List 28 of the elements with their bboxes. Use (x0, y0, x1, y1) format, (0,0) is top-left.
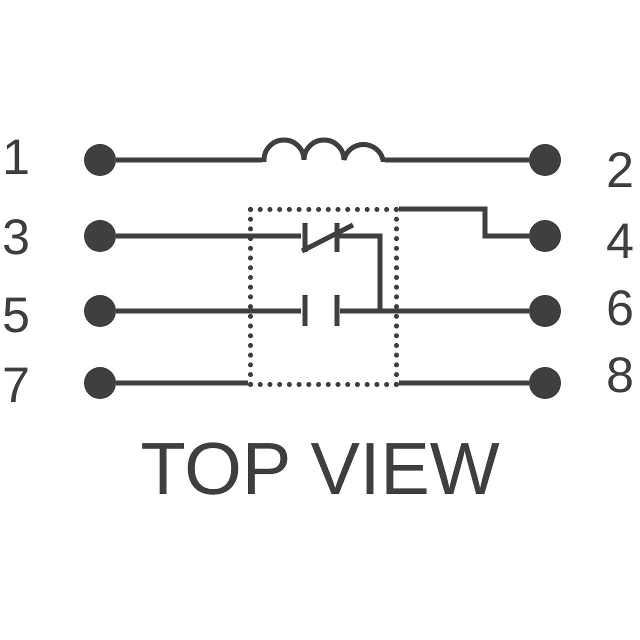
normally-open-contact (301, 294, 340, 327)
pin-terminal (529, 220, 561, 252)
pin-terminal (529, 295, 561, 327)
coil-symbol (262, 136, 385, 162)
wire (399, 380, 529, 386)
wire (399, 206, 529, 238)
wire (116, 308, 301, 314)
pin-terminal (84, 295, 116, 327)
pin-terminal (84, 144, 116, 176)
pin-terminal (529, 144, 561, 176)
pin-terminal (84, 367, 116, 399)
wire (116, 234, 301, 238)
view-caption: TOP VIEW (139, 432, 501, 506)
wire (116, 380, 248, 386)
wire (116, 158, 262, 162)
pin-number: 4 (605, 216, 635, 266)
pin-number: 8 (605, 350, 635, 400)
pin-number: 6 (605, 283, 635, 333)
pin-number: 2 (605, 145, 635, 195)
pin-terminal (84, 220, 116, 252)
dotted-enclosure (248, 207, 399, 387)
pin-number: 3 (1, 212, 31, 262)
wire (385, 158, 529, 162)
normally-closed-contact (301, 221, 354, 254)
pin-number: 1 (1, 132, 31, 182)
pin-number: 7 (1, 360, 31, 410)
pin-number: 5 (1, 290, 31, 340)
pin-terminal (529, 367, 561, 399)
